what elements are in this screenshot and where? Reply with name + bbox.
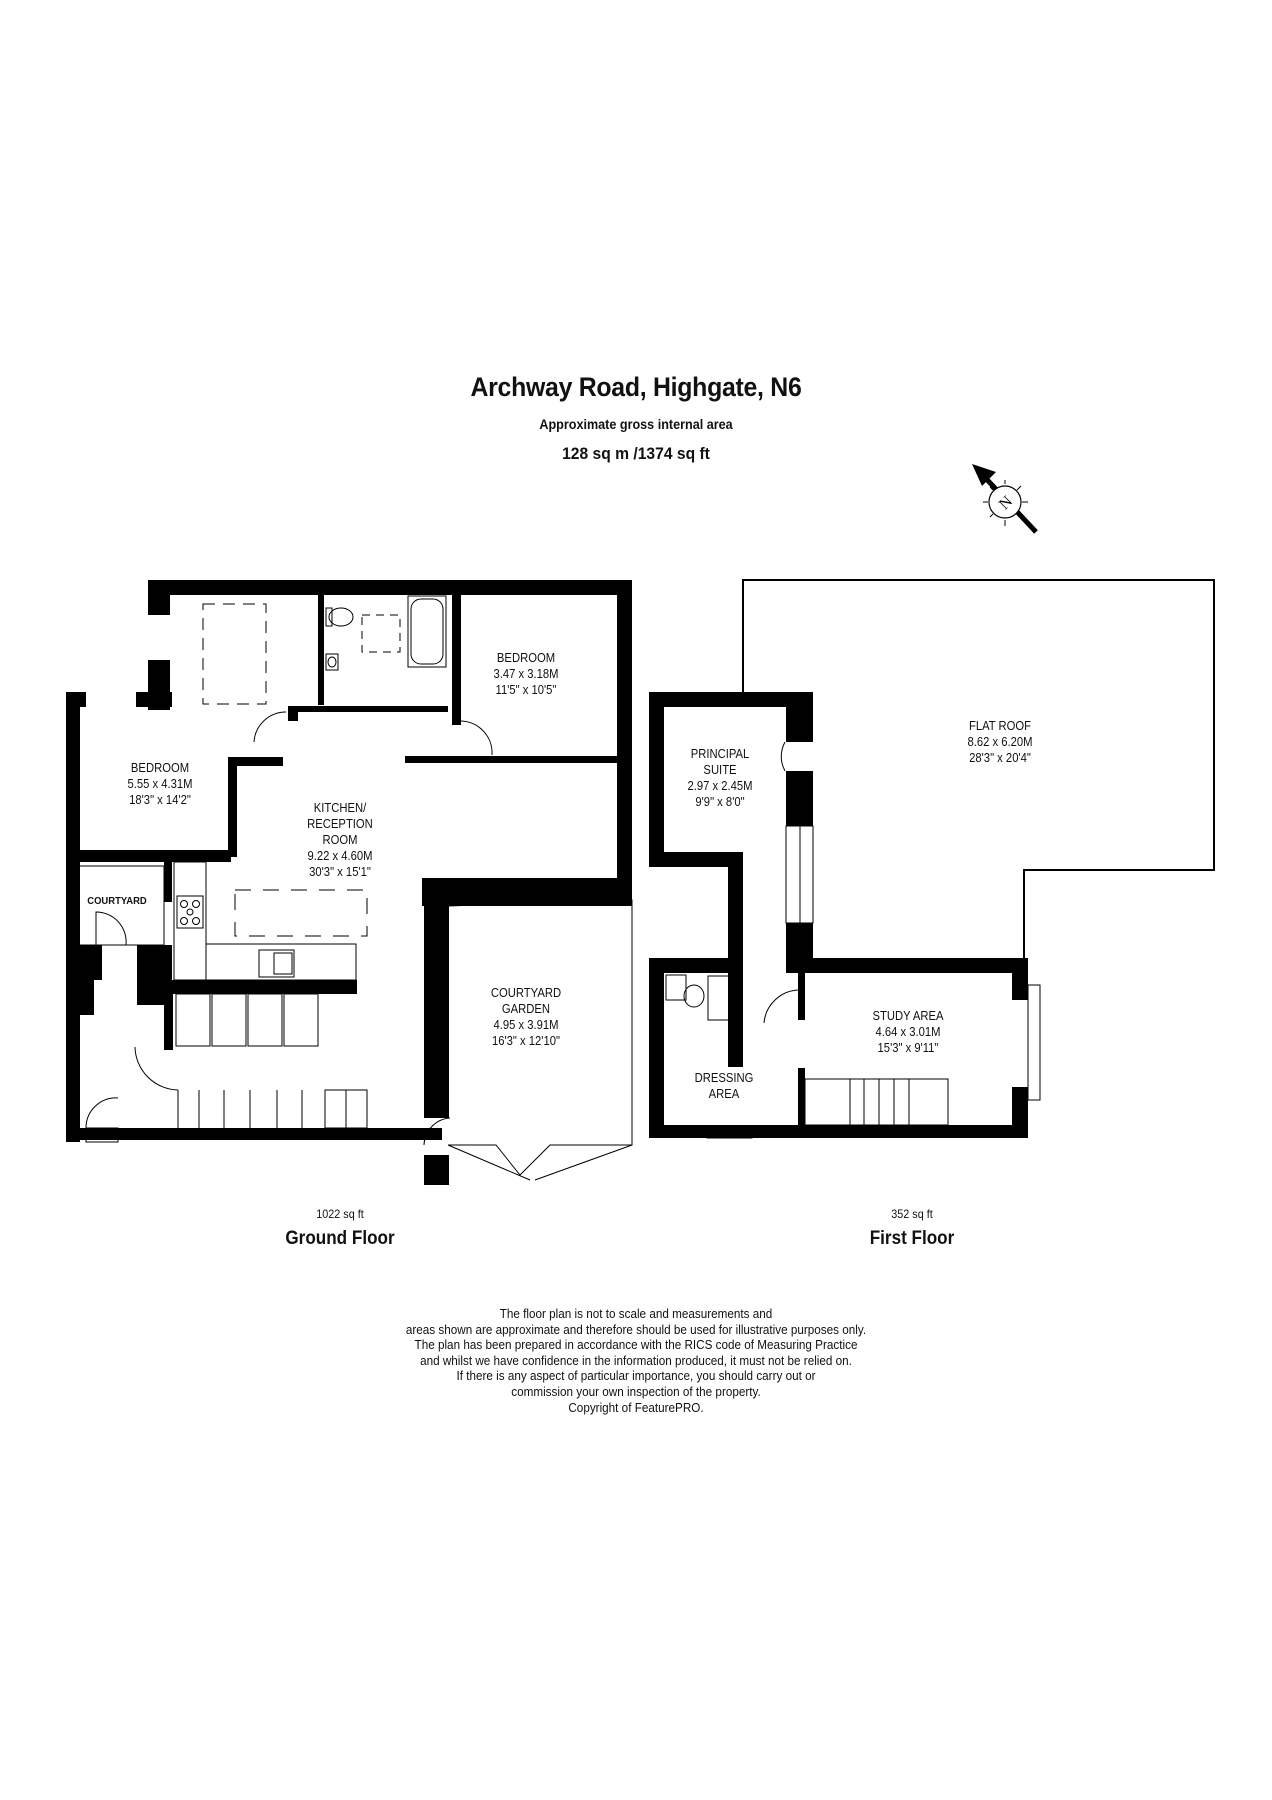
room-study-area: STUDY AREA 4.64 x 3.01M 15'3" x 9'11" (854, 1008, 962, 1056)
plan-title: Archway Road, Highgate, N6 (470, 372, 802, 402)
room-name: SUITE (703, 763, 737, 777)
room-name: GARDEN (501, 1002, 551, 1016)
room-metric: 5.55 x 4.31M (127, 777, 193, 791)
room-imperial: 16'3" x 12'10" (492, 1034, 560, 1048)
room-name: COURTYARD (490, 986, 562, 1000)
room-name: BEDROOM (130, 761, 190, 775)
room-imperial: 30'3" x 15'1" (309, 865, 371, 879)
room-imperial: 18'3" x 14'2" (129, 793, 191, 807)
room-kitchen-reception: KITCHEN/ RECEPTION ROOM 9.22 x 4.60M 30'… (286, 800, 394, 880)
room-dressing-area: DRESSING AREA (679, 1070, 769, 1102)
room-name: RECEPTION (307, 817, 373, 831)
disclaimer-line: If there is any aspect of particular imp… (456, 1368, 816, 1384)
room-metric: 2.97 x 2.45M (687, 779, 753, 793)
first-floor-walls (649, 692, 1028, 1138)
room-name: KITCHEN/ (313, 801, 367, 815)
room-name: STUDY AREA (872, 1009, 944, 1023)
ground-floor-walls (66, 580, 632, 1185)
disclaimer-line: The floor plan is not to scale and measu… (499, 1306, 773, 1321)
first-floor-fixtures (665, 579, 1215, 1139)
disclaimer-line: The plan has been prepared in accordance… (414, 1337, 858, 1353)
room-name: FLAT ROOF (968, 719, 1032, 733)
room-name: DRESSING (694, 1071, 754, 1085)
disclaimer: The floor plan is not to scale and measu… (64, 1306, 1209, 1415)
disclaimer-line: commission your own inspection of the pr… (511, 1383, 761, 1399)
first-floor-area: 352 sq ft (891, 1207, 933, 1221)
room-metric: 9.22 x 4.60M (307, 849, 373, 863)
ground-floor-name: Ground Floor (285, 1228, 395, 1249)
room-metric: 8.62 x 6.20M (967, 735, 1033, 749)
room-bedroom-1: BEDROOM 5.55 x 4.31M 18'3" x 14'2" (106, 760, 214, 808)
room-bedroom-2: BEDROOM 3.47 x 3.18M 11'5" x 10'5" (472, 650, 580, 698)
room-imperial: 28'3" x 20'4" (969, 751, 1031, 765)
total-area: 128 sq m /1374 sq ft (562, 444, 710, 463)
disclaimer-line: and whilst we have confidence in the inf… (420, 1352, 852, 1368)
north-arrow-icon: N (972, 464, 1038, 534)
room-flat-roof: FLAT ROOF 8.62 x 6.20M 28'3" x 20'4" (946, 718, 1054, 766)
room-metric: 4.64 x 3.01M (875, 1025, 941, 1039)
room-imperial: 11'5" x 10'5" (495, 683, 557, 697)
copyright: Copyright of FeaturePRO. (568, 1399, 704, 1415)
room-name: PRINCIPAL (690, 747, 750, 761)
room-imperial: 15'3" x 9'11" (877, 1041, 939, 1055)
room-courtyard: COURTYARD (87, 895, 147, 907)
room-metric: 4.95 x 3.91M (493, 1018, 559, 1032)
room-name: ROOM (322, 833, 358, 847)
disclaimer-line: areas shown are approximate and therefor… (405, 1321, 867, 1337)
room-metric: 3.47 x 3.18M (493, 667, 559, 681)
room-principal-suite: PRINCIPAL SUITE 2.97 x 2.45M 9'9" x 8'0" (666, 746, 774, 810)
room-courtyard-garden: COURTYARD GARDEN 4.95 x 3.91M 16'3" x 12… (472, 985, 580, 1049)
ground-floor-fixtures (68, 595, 633, 1181)
ground-floor-area: 1022 sq ft (316, 1207, 364, 1221)
room-name: AREA (708, 1087, 740, 1101)
room-name: BEDROOM (496, 651, 556, 665)
plan-subtitle: Approximate gross internal area (539, 416, 733, 432)
first-floor-name: First Floor (869, 1228, 955, 1249)
room-imperial: 9'9" x 8'0" (695, 795, 745, 809)
